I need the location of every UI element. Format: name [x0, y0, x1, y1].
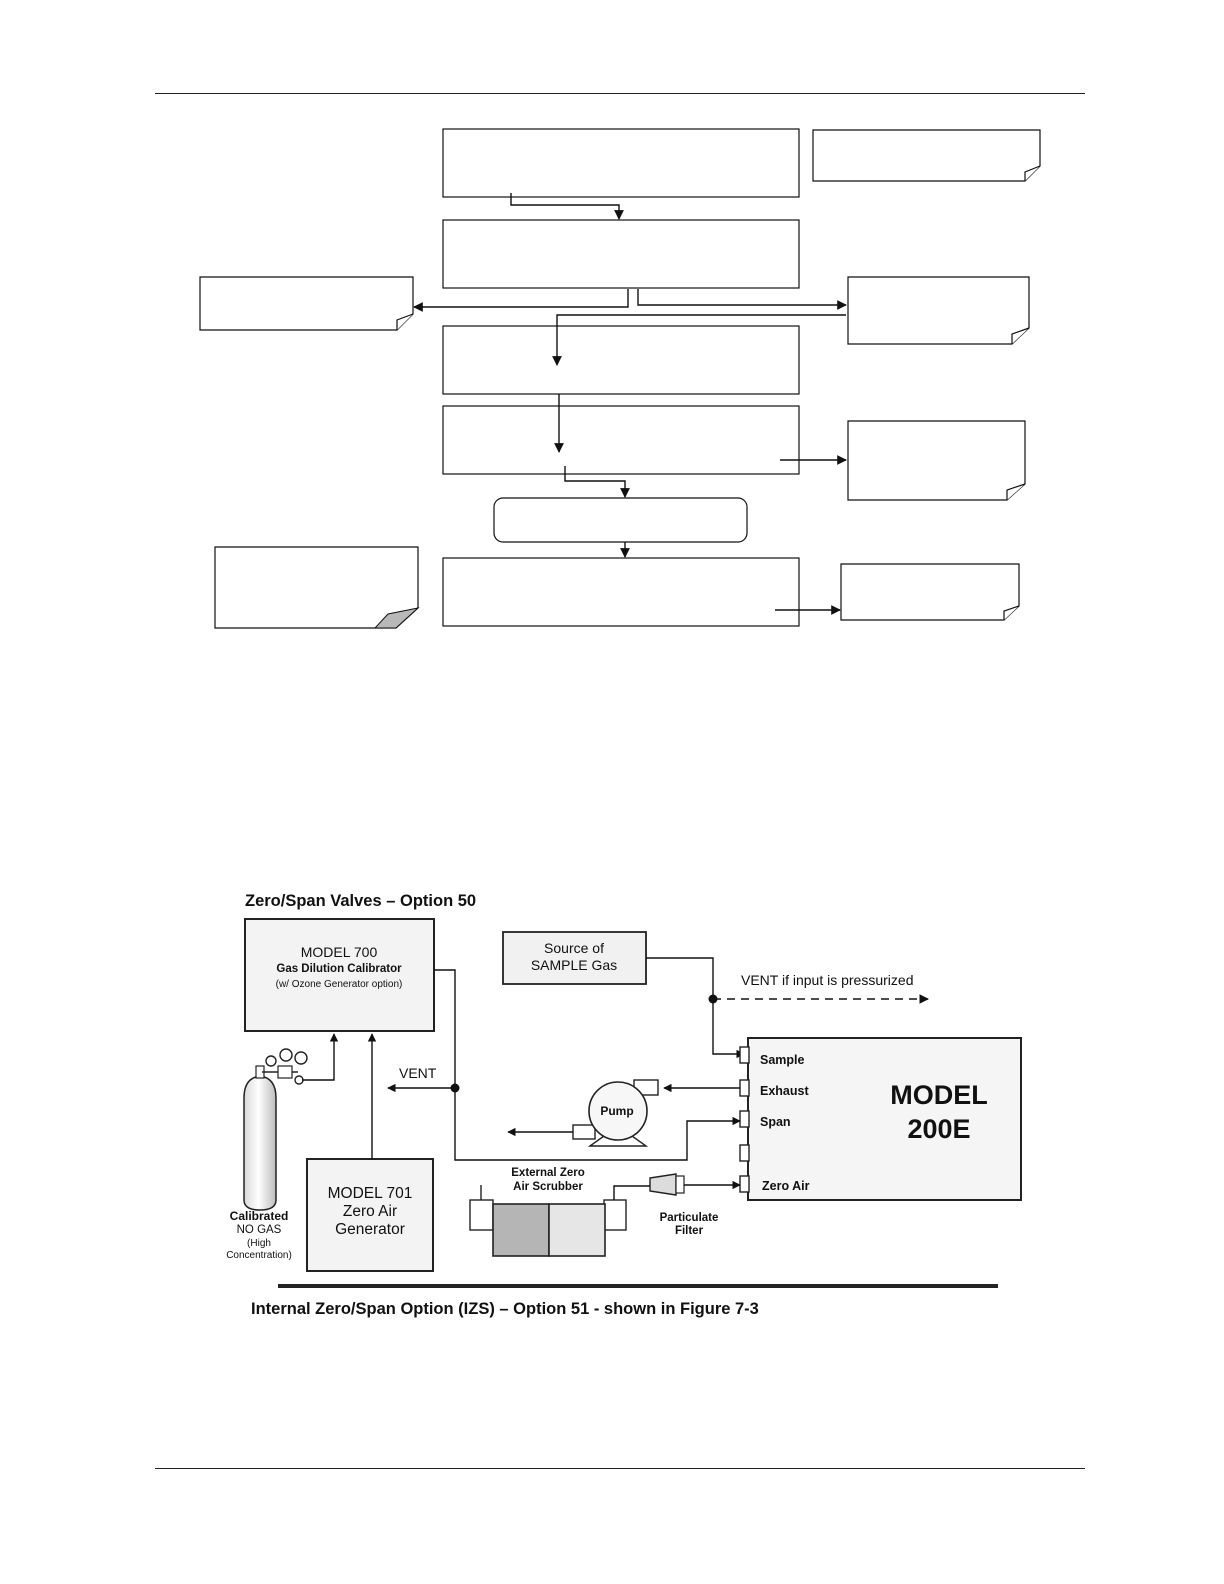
model701-line3: Generator	[335, 1221, 405, 1238]
model701-line2: Zero Air	[343, 1203, 397, 1220]
option50-title: Zero/Span Valves – Option 50	[245, 892, 476, 910]
flow-step-3	[442, 325, 800, 395]
cylinder-label-1: Calibrated	[230, 1209, 289, 1223]
flowchart	[199, 128, 1041, 629]
model701-title: MODEL 701	[328, 1185, 413, 1202]
cylinder-label-2: NO GAS	[237, 1224, 282, 1236]
option-separator	[278, 1284, 998, 1288]
model200e-box	[747, 1037, 1022, 1201]
port-zero-air-label: Zero Air	[762, 1179, 810, 1193]
filter-label-1: Particulate	[660, 1212, 719, 1224]
flow-step-5	[442, 557, 800, 627]
filter-label-2: Filter	[675, 1225, 704, 1237]
header-rule	[155, 93, 1085, 94]
model200e-title: MODEL	[890, 1080, 988, 1110]
port-fittings	[739, 1046, 750, 1193]
note-3	[847, 276, 1030, 345]
vent-pressurized-label: VENT if input is pressurized	[741, 972, 913, 988]
flow-rounded-step	[493, 497, 748, 543]
model700-title: MODEL 700	[301, 944, 378, 960]
scrubber-label-2: Air Scrubber	[513, 1181, 583, 1193]
vent-label: VENT	[399, 1065, 437, 1081]
sample-source-line2: SAMPLE Gas	[531, 957, 617, 973]
cylinder-label-4: Concentration)	[226, 1250, 292, 1261]
pump-icon	[572, 1079, 659, 1147]
model200e-number: 200E	[907, 1114, 970, 1144]
particulate-filter-icon	[649, 1173, 685, 1196]
sample-source-line1: Source of	[544, 940, 604, 956]
model700-subtitle: Gas Dilution Calibrator	[276, 963, 402, 975]
flow-step-1	[442, 128, 800, 198]
model700-note: (w/ Ozone Generator option)	[276, 979, 403, 990]
footer-rule	[155, 1468, 1085, 1469]
scrubber-label-1: External Zero	[511, 1167, 585, 1179]
pump-label: Pump	[600, 1104, 633, 1118]
note-2	[199, 276, 414, 331]
option51-caption: Internal Zero/Span Option (IZS) – Option…	[251, 1300, 759, 1318]
flow-step-4	[442, 405, 800, 475]
scrubber-icon	[469, 1185, 627, 1257]
port-sample-label: Sample	[760, 1053, 805, 1067]
cylinder-label-3: (High	[247, 1238, 271, 1249]
note-6	[840, 563, 1020, 621]
model701-box	[306, 1158, 434, 1272]
calibrator-junction	[450, 1083, 460, 1093]
gas-cylinder-icon	[243, 1048, 308, 1211]
port-span-label: Span	[760, 1115, 791, 1129]
note-1	[812, 129, 1041, 182]
note-4	[847, 420, 1026, 501]
sample-source-box	[502, 931, 647, 985]
vent-junction	[708, 994, 718, 1004]
note-5	[214, 546, 420, 629]
flow-step-2	[442, 219, 800, 289]
model700-box	[244, 918, 435, 1032]
port-exhaust-label: Exhaust	[760, 1084, 809, 1098]
